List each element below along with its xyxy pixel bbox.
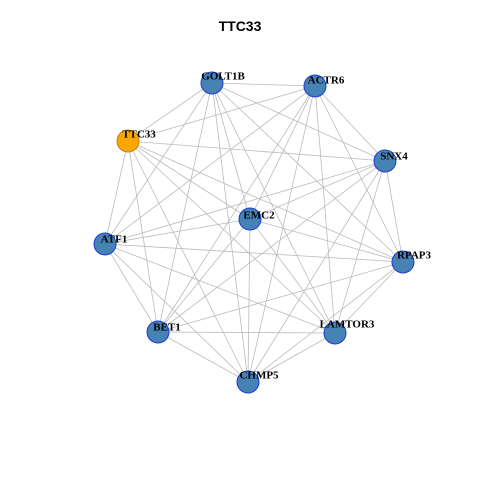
node-emc2: EMC2 bbox=[238, 207, 275, 231]
node-label-golt1b: GOLT1B bbox=[201, 71, 245, 83]
node-rpap3: RPAP3 bbox=[391, 250, 432, 274]
node-label-rpap3: RPAP3 bbox=[397, 250, 432, 262]
node-golt1b: GOLT1B bbox=[200, 71, 245, 95]
node-bet1: BET1 bbox=[146, 320, 181, 344]
node-circle-emc2 bbox=[238, 207, 262, 231]
node-snx4: SNX4 bbox=[373, 149, 408, 173]
edge-golt1b-chmp5 bbox=[211, 82, 249, 383]
edge-atf1-bet1 bbox=[104, 243, 159, 333]
node-label-actr6: ACTR6 bbox=[308, 75, 345, 87]
edge-actr6-atf1 bbox=[104, 85, 316, 245]
edge-snx4-bet1 bbox=[157, 160, 386, 333]
node-circle-atf1 bbox=[93, 232, 117, 256]
edge-golt1b-rpap3 bbox=[211, 82, 404, 263]
edge-golt1b-atf1 bbox=[104, 82, 213, 245]
node-actr6: ACTR6 bbox=[303, 74, 345, 98]
edge-emc2-lamtor3 bbox=[249, 218, 336, 334]
edge-snx4-rpap3 bbox=[384, 160, 404, 263]
edge-emc2-rpap3 bbox=[249, 218, 404, 263]
edge-actr6-ttc33 bbox=[127, 85, 316, 142]
edge-atf1-rpap3 bbox=[104, 243, 404, 263]
node-circle-chmp5 bbox=[236, 370, 260, 394]
node-circle-snx4 bbox=[373, 149, 397, 173]
edge-ttc33-bet1 bbox=[127, 140, 159, 333]
edge-layer bbox=[104, 82, 404, 383]
edge-snx4-lamtor3 bbox=[334, 160, 386, 334]
edge-golt1b-emc2 bbox=[211, 82, 251, 220]
edge-ttc33-lamtor3 bbox=[127, 140, 336, 334]
edge-atf1-lamtor3 bbox=[104, 243, 336, 334]
node-lamtor3: LAMTOR3 bbox=[320, 319, 375, 345]
edge-actr6-rpap3 bbox=[314, 85, 404, 263]
edge-golt1b-bet1 bbox=[157, 82, 213, 333]
node-circle-bet1 bbox=[146, 320, 170, 344]
edge-actr6-bet1 bbox=[157, 85, 316, 333]
edge-ttc33-chmp5 bbox=[127, 140, 249, 383]
edge-golt1b-snx4 bbox=[211, 82, 386, 162]
edge-golt1b-ttc33 bbox=[127, 82, 213, 142]
node-label-lamtor3: LAMTOR3 bbox=[320, 319, 375, 331]
edge-snx4-emc2 bbox=[249, 160, 386, 220]
node-label-ttc33: TTC33 bbox=[122, 129, 156, 141]
edge-lamtor3-chmp5 bbox=[247, 332, 336, 383]
node-ttc33: TTC33 bbox=[116, 129, 156, 153]
edge-snx4-atf1 bbox=[104, 160, 386, 245]
edge-actr6-emc2 bbox=[249, 85, 316, 220]
node-chmp5: CHMP5 bbox=[236, 370, 279, 394]
node-circle-ttc33 bbox=[116, 129, 140, 153]
edge-ttc33-emc2 bbox=[127, 140, 251, 220]
edge-rpap3-lamtor3 bbox=[334, 261, 404, 334]
edge-ttc33-atf1 bbox=[104, 140, 129, 245]
diagram-title: TTC33 bbox=[218, 18, 262, 34]
edge-ttc33-rpap3 bbox=[127, 140, 404, 263]
node-circle-golt1b bbox=[200, 71, 224, 95]
node-label-bet1: BET1 bbox=[153, 322, 181, 334]
node-circle-actr6 bbox=[303, 74, 327, 98]
node-circle-lamtor3 bbox=[323, 321, 347, 345]
edge-bet1-chmp5 bbox=[157, 331, 249, 383]
node-label-emc2: EMC2 bbox=[243, 210, 275, 222]
edge-snx4-chmp5 bbox=[247, 160, 386, 383]
edge-emc2-atf1 bbox=[104, 218, 251, 245]
edge-emc2-bet1 bbox=[157, 218, 251, 333]
node-circle-rpap3 bbox=[391, 250, 415, 274]
node-label-atf1: ATF1 bbox=[101, 234, 128, 246]
edge-emc2-chmp5 bbox=[247, 218, 251, 383]
edge-bet1-lamtor3 bbox=[157, 331, 336, 334]
edge-actr6-lamtor3 bbox=[314, 85, 336, 334]
node-label-snx4: SNX4 bbox=[380, 151, 408, 163]
edge-actr6-snx4 bbox=[314, 85, 386, 162]
edge-ttc33-snx4 bbox=[127, 140, 386, 162]
node-atf1: ATF1 bbox=[93, 232, 128, 256]
edge-golt1b-actr6 bbox=[211, 82, 316, 87]
edge-rpap3-chmp5 bbox=[247, 261, 404, 383]
edge-atf1-chmp5 bbox=[104, 243, 249, 383]
edge-golt1b-lamtor3 bbox=[211, 82, 336, 334]
edge-rpap3-bet1 bbox=[157, 261, 404, 333]
node-label-chmp5: CHMP5 bbox=[239, 370, 279, 382]
